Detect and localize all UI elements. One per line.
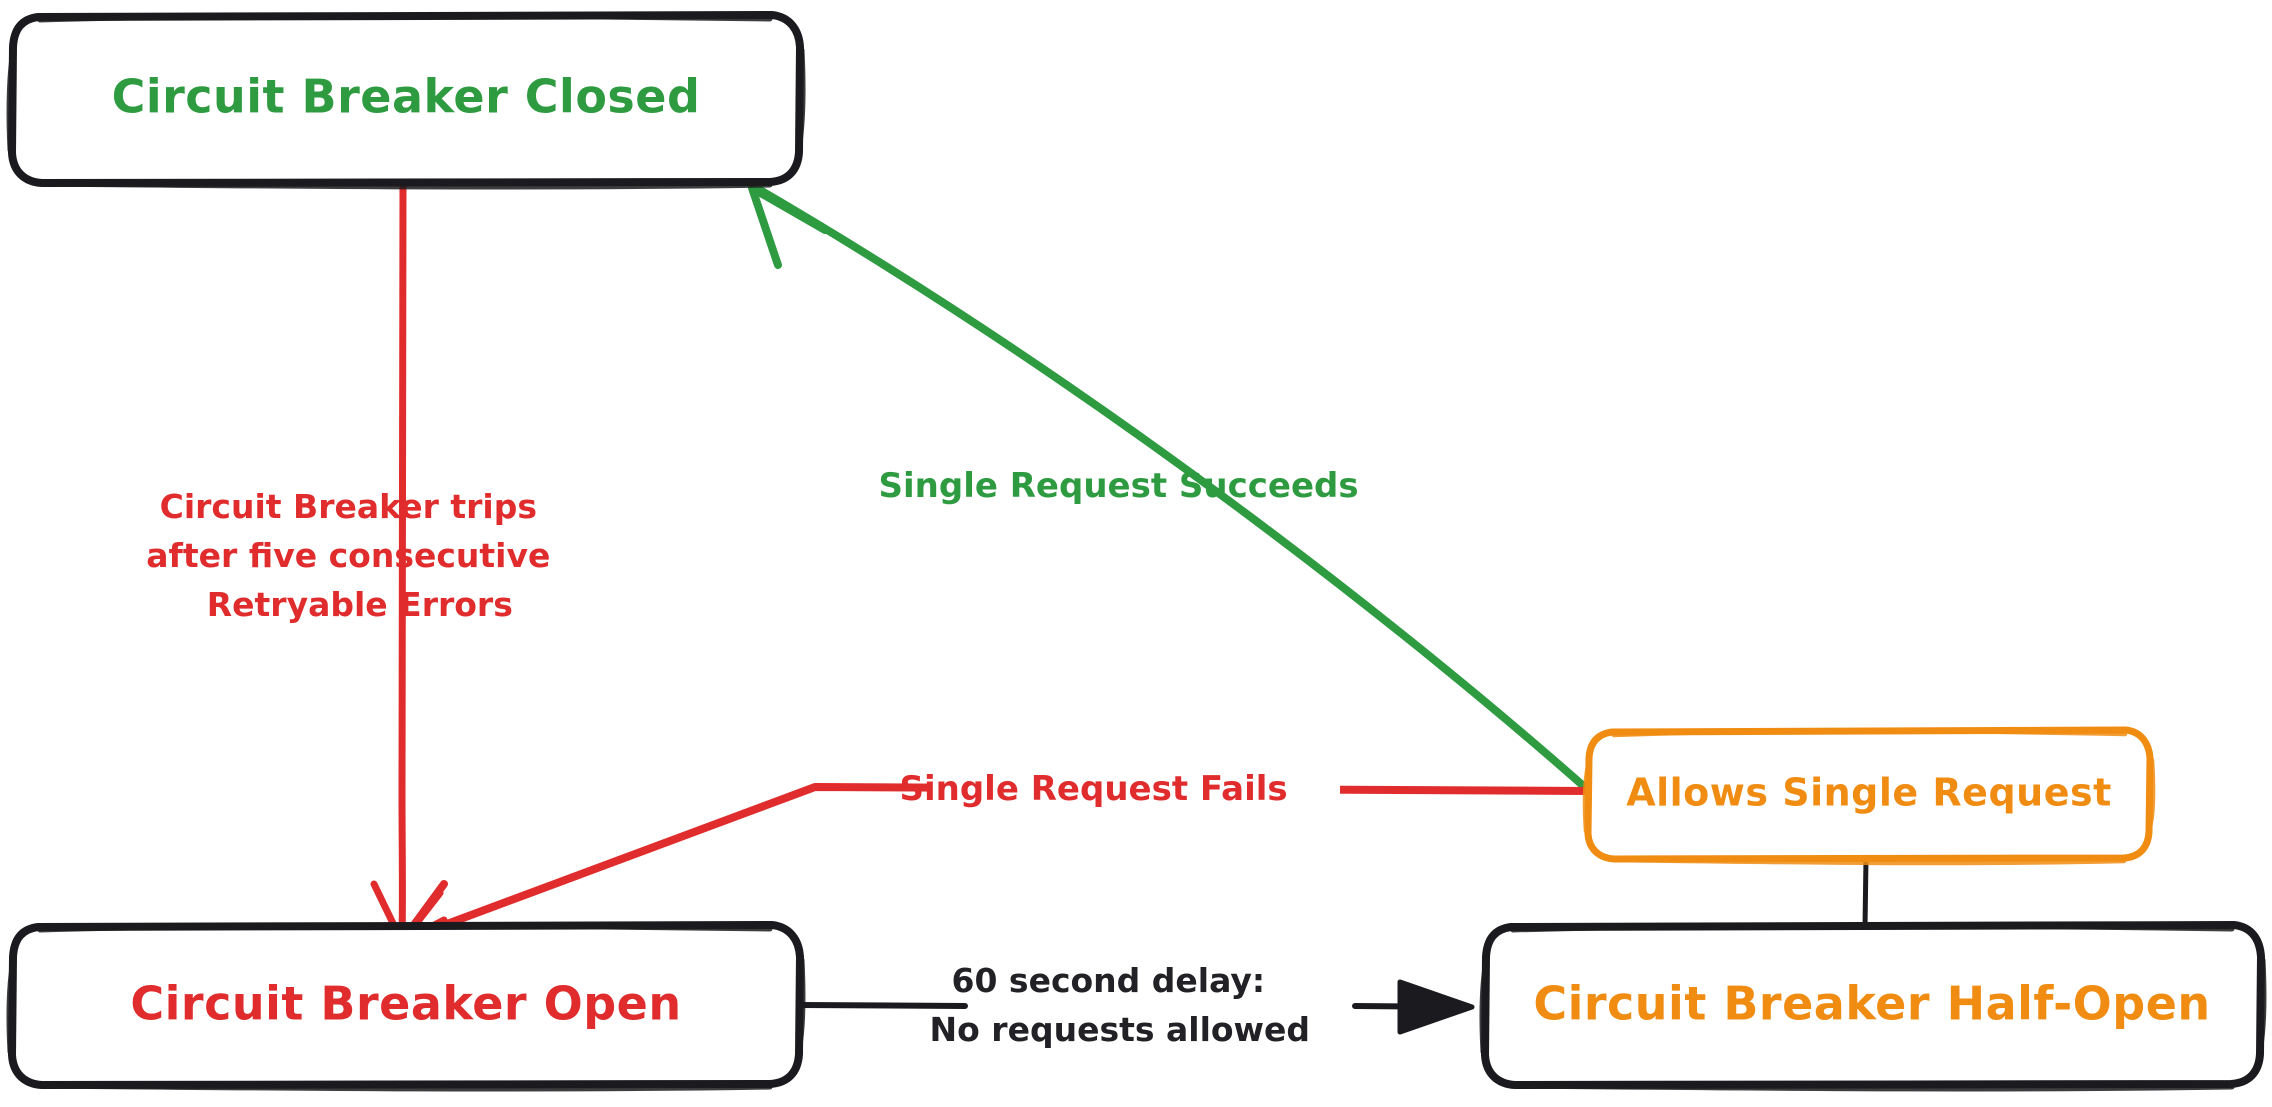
node-circuit-breaker-closed[interactable]: Circuit Breaker Closed [6, 11, 806, 190]
edge-open-to-half-open[interactable]: 60 second delay: No requests allowed [0, 0, 1475, 1049]
node-open-label: Circuit Breaker Open [130, 977, 681, 1031]
node-closed-shape-sketch [6, 13, 806, 190]
node-half-open-label: Circuit Breaker Half-Open [1533, 977, 2210, 1031]
node-closed-label: Circuit Breaker Closed [112, 70, 701, 124]
edge-label-line: Single Request Succeeds [879, 466, 1359, 506]
node-open-shape [8, 921, 804, 1089]
edge-allows-to-open-label-bg [930, 762, 1340, 814]
edge-allows-to-closed-label: Single Request Succeeds [0, 0, 1441, 506]
node-circuit-breaker-open[interactable]: Circuit Breaker Open [6, 921, 806, 1092]
edge-label-line: Single Request Fails [900, 769, 1288, 809]
node-half-open-shape-sketch [1479, 923, 2267, 1092]
node-half-open-shape [1481, 921, 2265, 1089]
edge-allows-to-closed[interactable]: Single Request Succeeds [0, 0, 1592, 794]
node-allows-label: Allows Single Request [1626, 771, 2112, 815]
edge-allows-to-closed-line [756, 186, 1592, 794]
edge-closed-to-open[interactable]: Circuit Breaker trips after five consecu… [0, 0, 654, 946]
node-open-shape-sketch [6, 923, 806, 1092]
node-allows-shape [1584, 726, 2154, 863]
node-allows-single-request[interactable]: Allows Single Request [1582, 726, 2156, 866]
node-circuit-breaker-half-open[interactable]: Circuit Breaker Half-Open [1479, 921, 2267, 1092]
edge-allows-to-open[interactable]: Single Request Fails [0, 0, 1592, 948]
edge-allows-to-open-label: Single Request Fails [0, 0, 1371, 809]
edge-half-open-to-allows[interactable] [1862, 855, 1869, 931]
edge-half-open-to-allows-line [1862, 855, 1869, 931]
edge-open-to-half-open-line [797, 1002, 968, 1009]
edge-open-to-half-open-arrowhead [1397, 979, 1475, 1035]
edge-closed-to-open-label: Circuit Breaker trips after five consecu… [0, 0, 654, 624]
edge-label-line: 60 second delay: [952, 961, 1266, 1000]
edge-label-line: No requests allowed [930, 1010, 1311, 1049]
edge-label-line: Retryable Errors [207, 585, 513, 624]
node-allows-shape-sketch [1582, 728, 2156, 866]
edge-open-to-half-open-label: 60 second delay: No requests allowed [930, 961, 1311, 1049]
edge-label-line: Circuit Breaker trips [160, 487, 537, 526]
edge-label-line: after five consecutive [146, 536, 550, 575]
edge-allows-to-closed-arrowhead [748, 184, 829, 269]
node-closed-shape [8, 11, 804, 187]
edge-closed-to-open-line [398, 179, 407, 942]
